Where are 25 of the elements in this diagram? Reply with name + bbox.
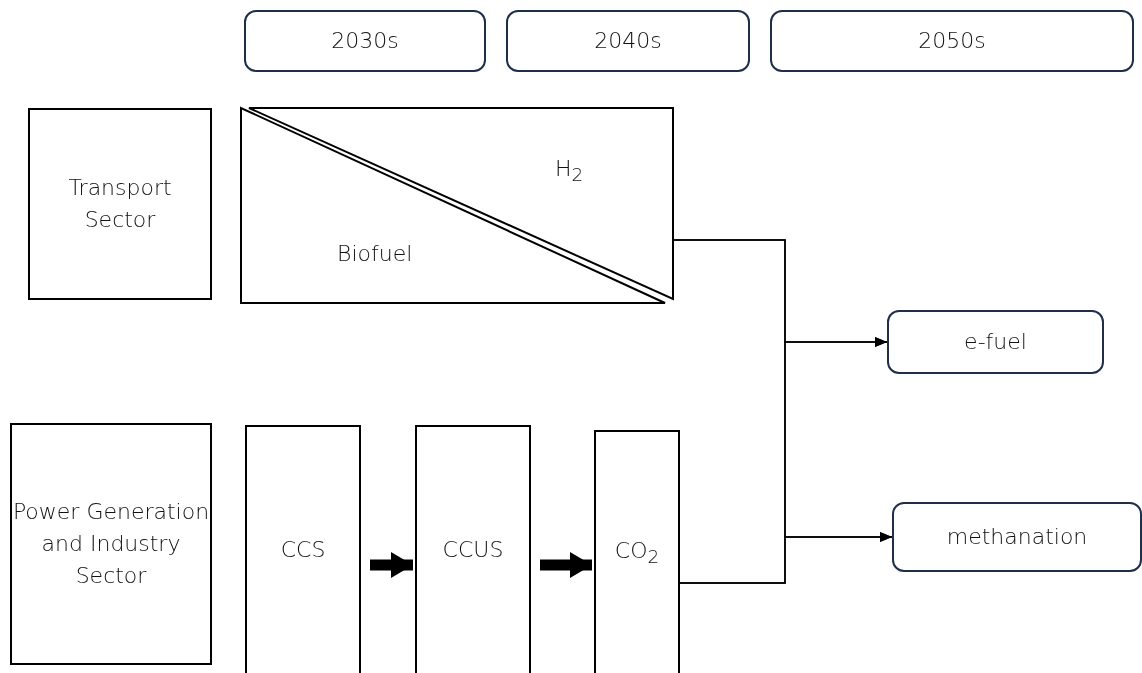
node-label: Power Generation and Industry Sector — [12, 498, 210, 590]
node-label: e-fuel — [964, 328, 1027, 357]
rounded-box — [892, 502, 1142, 572]
process-box — [28, 108, 212, 300]
rounded-box — [887, 310, 1104, 374]
node-label: CCUS — [442, 536, 504, 565]
rounded-box — [506, 10, 750, 72]
process-box — [10, 423, 212, 665]
node-label: CO$_{2}$ — [614, 536, 660, 569]
node-label: 2040s — [594, 27, 662, 56]
node-label: methanation — [946, 523, 1088, 552]
rounded-box — [244, 10, 486, 72]
node-label: 2030s — [331, 27, 399, 56]
process-box — [245, 425, 361, 673]
node-label: 2050s — [918, 27, 986, 56]
rounded-box — [770, 10, 1134, 72]
block-arrow — [540, 552, 592, 578]
node-label: Biofuel — [337, 240, 413, 268]
node-label: H$_{2}$ — [555, 155, 584, 188]
block-arrow — [370, 552, 413, 578]
process-box — [594, 430, 680, 673]
node-label: CCS — [280, 536, 326, 565]
connector-arrow — [679, 532, 893, 584]
process-box — [415, 425, 531, 673]
node-label: Transport Sector — [67, 174, 173, 234]
